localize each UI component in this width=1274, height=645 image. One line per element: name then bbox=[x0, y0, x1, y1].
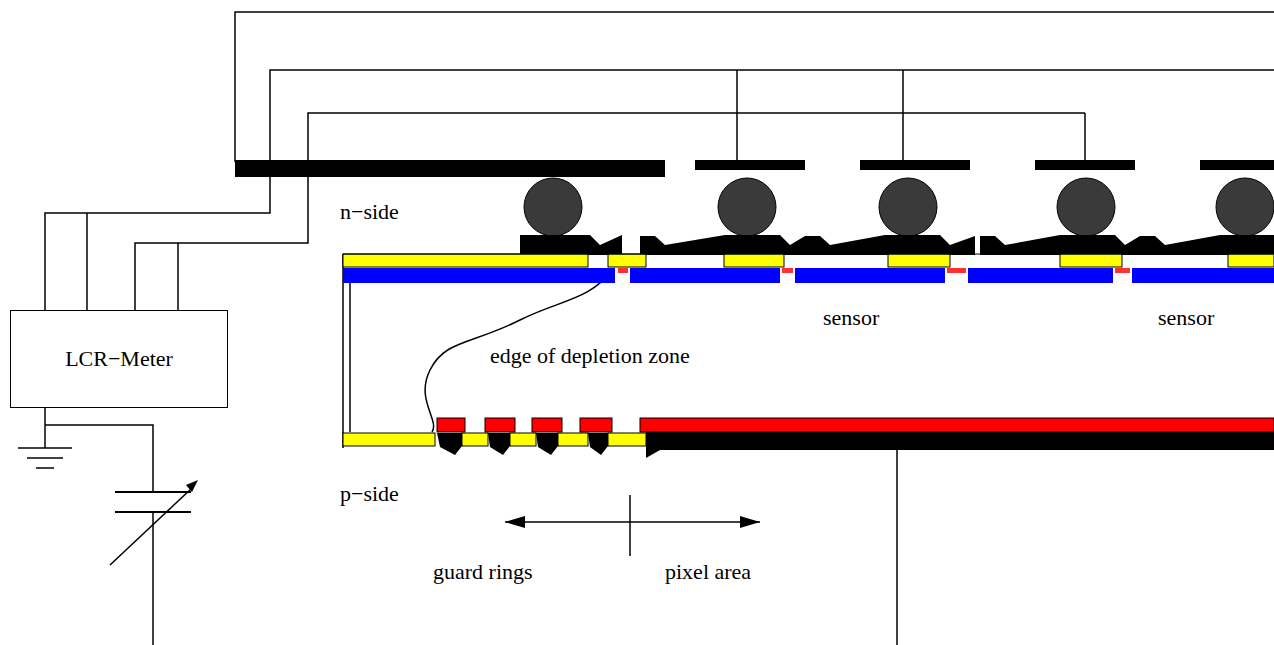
meter-label: LCR−Meter bbox=[65, 346, 173, 372]
meter-box: LCR−Meter bbox=[10, 310, 228, 408]
sensor-label: sensor bbox=[1158, 306, 1214, 330]
side-label: n−side bbox=[340, 200, 399, 224]
side-label: p−side bbox=[340, 482, 399, 506]
region-label: pixel area bbox=[665, 560, 751, 584]
sensor-label: sensor bbox=[823, 306, 879, 330]
depletion-label: edge of depletion zone bbox=[490, 344, 690, 368]
region-label: guard rings bbox=[433, 560, 533, 584]
